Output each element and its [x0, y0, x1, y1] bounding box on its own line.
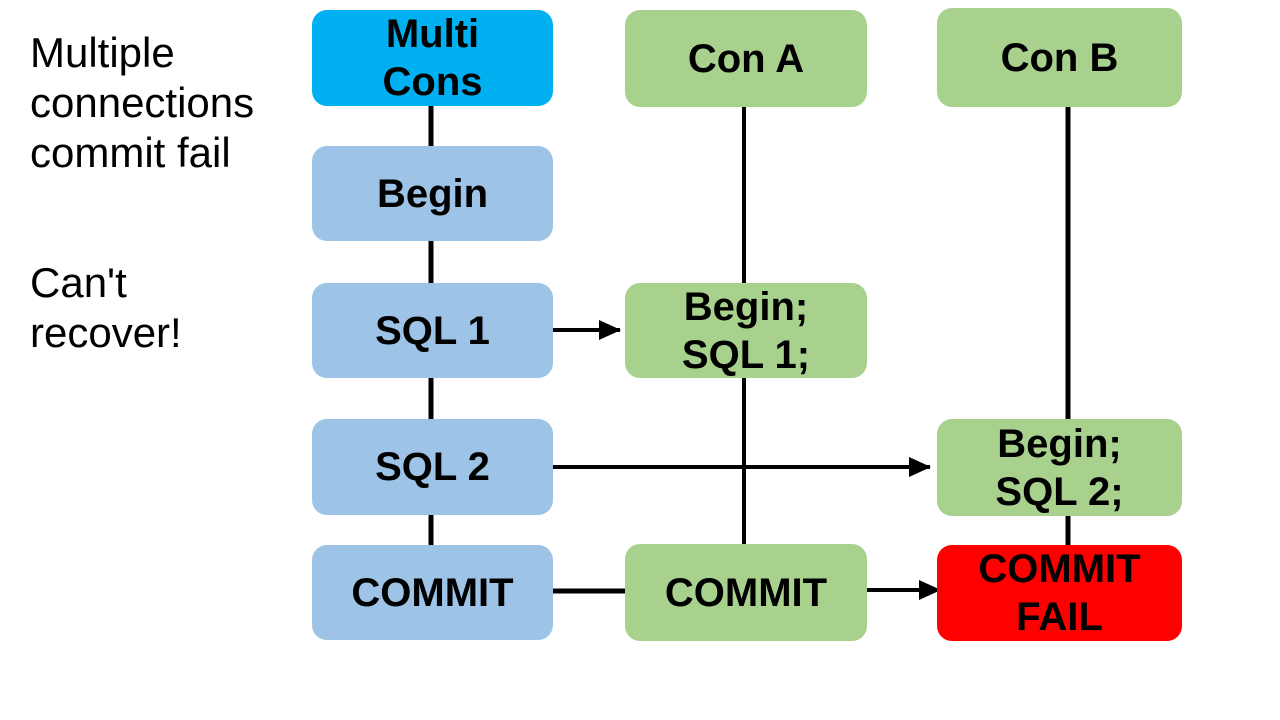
node-commit-fail: COMMIT FAIL [937, 545, 1182, 641]
node-commit-a: COMMIT [625, 544, 867, 641]
node-con-b-label: Con B [1000, 35, 1119, 80]
node-commit-a-label: COMMIT [664, 570, 828, 615]
node-begin-sql2: Begin; SQL 2; [937, 419, 1182, 516]
note-consequence: Can't recover! [30, 259, 182, 356]
node-multi-cons-label: Multi Cons [382, 12, 483, 104]
node-multi-cons: Multi Cons [312, 10, 553, 106]
node-con-b: Con B [937, 8, 1182, 107]
node-begin: Begin [312, 146, 553, 241]
node-con-a-label: Con A [687, 36, 805, 81]
node-commit-multi: COMMIT [312, 545, 553, 640]
node-sql1: SQL 1 [312, 283, 553, 378]
node-begin-sql2-label: Begin; SQL 2; [995, 421, 1124, 514]
node-begin-label: Begin [376, 171, 489, 216]
node-commit-multi-label: COMMIT [351, 570, 514, 615]
node-sql1-label: SQL 1 [375, 308, 490, 353]
node-sql2-label: SQL 2 [375, 445, 490, 489]
node-begin-sql1: Begin; SQL 1; [625, 283, 867, 378]
node-commit-fail-label: COMMIT FAIL [978, 547, 1141, 639]
node-sql2: SQL 2 [312, 419, 553, 515]
note-problem: Multiple connections commit fail [30, 29, 255, 176]
node-begin-sql1-label: Begin; SQL 1; [681, 284, 811, 377]
node-con-a: Con A [625, 10, 867, 107]
